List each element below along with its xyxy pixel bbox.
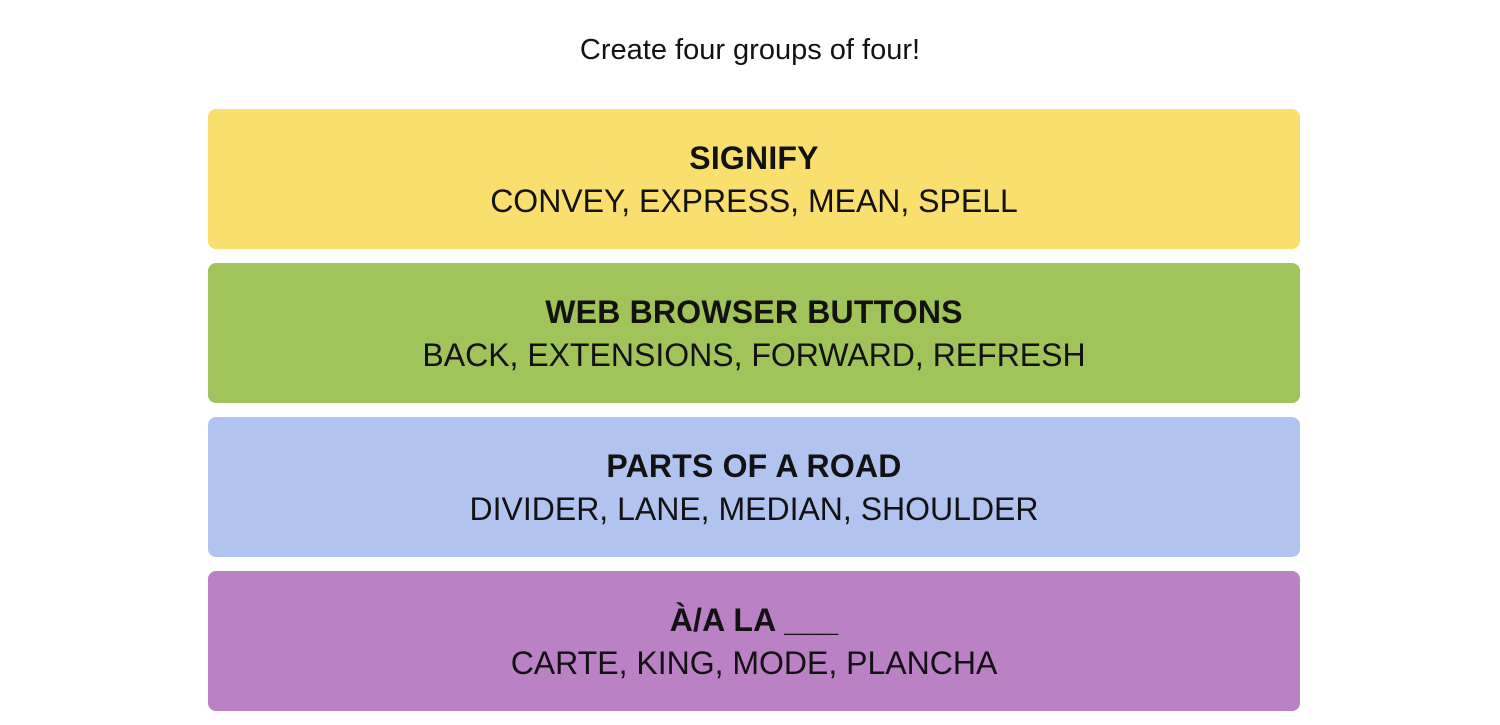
- solved-group-green: WEB BROWSER BUTTONS BACK, EXTENSIONS, FO…: [208, 263, 1300, 403]
- group-members: BACK, EXTENSIONS, FORWARD, REFRESH: [422, 337, 1086, 373]
- solved-groups: SIGNIFY CONVEY, EXPRESS, MEAN, SPELL WEB…: [208, 109, 1300, 725]
- group-title: WEB BROWSER BUTTONS: [545, 294, 963, 330]
- group-members: CARTE, KING, MODE, PLANCHA: [510, 645, 998, 681]
- solved-group-blue: PARTS OF A ROAD DIVIDER, LANE, MEDIAN, S…: [208, 417, 1300, 557]
- game-instructions: Create four groups of four!: [579, 34, 921, 66]
- solved-group-yellow: SIGNIFY CONVEY, EXPRESS, MEAN, SPELL: [208, 109, 1300, 249]
- group-members: CONVEY, EXPRESS, MEAN, SPELL: [490, 183, 1018, 219]
- group-title: SIGNIFY: [689, 140, 819, 176]
- group-title: À/A LA ___: [669, 602, 839, 638]
- group-title: PARTS OF A ROAD: [606, 448, 902, 484]
- group-members: DIVIDER, LANE, MEDIAN, SHOULDER: [469, 491, 1039, 527]
- solved-group-purple: À/A LA ___ CARTE, KING, MODE, PLANCHA: [208, 571, 1300, 711]
